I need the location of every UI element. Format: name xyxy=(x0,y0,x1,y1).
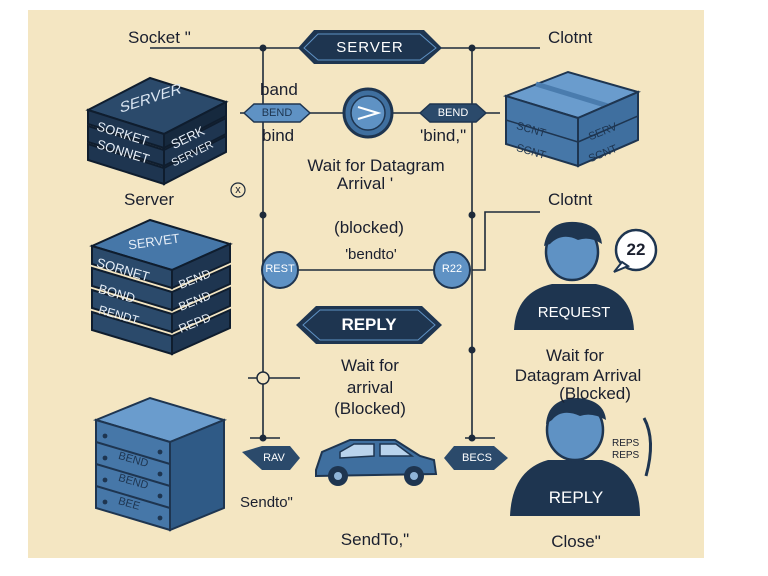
reply-bracket xyxy=(642,417,652,477)
x-marker-circle xyxy=(230,182,246,198)
arrow-tag-right-label: BECS xyxy=(462,452,492,464)
client-caption: Clotnt xyxy=(548,190,593,209)
client-top-label: Clotnt xyxy=(548,28,593,47)
reps-note-1: REPS xyxy=(612,438,640,449)
speech-bubble xyxy=(613,228,658,273)
small-marker-circle xyxy=(256,371,270,385)
server-stack-middle xyxy=(89,218,233,356)
wait-datagram-line1: Wait for Datagram xyxy=(307,156,445,175)
reply-banner-label: REPLY xyxy=(341,315,397,334)
wait-datagram2-line2: Datagram Arrival xyxy=(514,366,642,385)
person-reply-icon xyxy=(510,398,640,516)
server-banner-label: SERVER xyxy=(336,39,404,56)
sendto-caption-left: Sendto" xyxy=(240,494,293,511)
blocked-label: (blocked) xyxy=(334,218,404,237)
bend-tag-left-label: BEND xyxy=(261,107,293,119)
play-circle-icon xyxy=(342,87,394,139)
sendto-bottom-label: SendTo," xyxy=(340,530,410,549)
wait-arrival-line1: Wait for xyxy=(341,356,399,375)
wait-arrival-line2: arrival xyxy=(346,378,394,397)
wait-datagram2-line1: Wait for xyxy=(546,346,604,365)
r22-node-label: R22 xyxy=(441,263,463,275)
arrow-tag-left-label: RAV xyxy=(263,452,285,464)
bend-tag-right xyxy=(418,103,488,123)
client-box xyxy=(502,70,641,168)
server-caption: Server xyxy=(124,190,175,209)
reply-shirt-label: REPLY xyxy=(548,488,604,507)
speech-bubble-text: 22 xyxy=(626,240,646,259)
server-banner xyxy=(298,30,442,64)
wait-datagram-line2: Arrival ' xyxy=(336,174,394,193)
reps-note-2: REPS xyxy=(612,450,640,461)
bendto-label: 'bendto' xyxy=(345,246,397,263)
reply-banner xyxy=(296,306,442,344)
wait-arrival-line3: (Blocked) xyxy=(334,399,406,418)
band-label: band xyxy=(260,80,298,99)
rest-node xyxy=(261,251,299,289)
server-stack-top xyxy=(85,76,229,186)
r22-node xyxy=(433,251,471,289)
server-rack-bottom xyxy=(92,396,228,532)
bend-tag-left xyxy=(242,103,312,123)
x-marker-label: x xyxy=(235,184,241,196)
car-icon xyxy=(315,439,438,486)
bind-quote-label: 'bind," xyxy=(420,126,467,145)
connector-dots xyxy=(259,44,476,442)
wait-datagram2-line3: (Blocked) xyxy=(559,384,631,403)
request-shirt-label: REQUEST xyxy=(537,304,611,321)
close-caption: Close" xyxy=(551,532,601,551)
rest-node-label: REST xyxy=(265,263,295,275)
socket-label: Socket " xyxy=(128,28,191,47)
arrow-tag-right xyxy=(444,446,508,470)
bind-label: bind xyxy=(262,126,295,145)
bend-tag-right-label: BEND xyxy=(437,107,469,119)
arrow-tag-left xyxy=(242,446,300,470)
person-request-icon xyxy=(514,221,634,330)
